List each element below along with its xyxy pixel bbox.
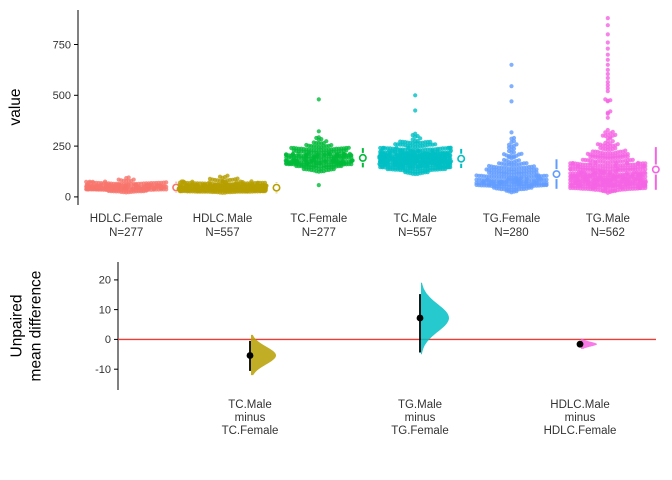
swarm-group-HDLC.Female [84,175,169,195]
swarm-group-HDLC.Male [176,173,269,195]
mean-difference-dot [246,352,254,359]
mean-difference-dot [416,314,424,322]
group-mean-marker [552,170,561,179]
comparison-label-line: TG.Female [391,425,449,437]
comparison-label-line: TC.Male [228,399,271,411]
bottom-y-tick-label: 10 [99,304,111,316]
top-y-tick-label: 250 [53,141,71,153]
group-mean-marker [358,153,367,162]
swarm-group-TG.Male [568,16,648,195]
swarm-group-TC.Male [377,93,454,177]
bottom-y-tick-label: -10 [95,364,111,376]
difference-distribution-violin [421,282,449,355]
swarm-group-TC.Female [283,97,355,188]
swarm-group-TG.Female [474,62,549,195]
difference-distribution-violin [581,338,597,349]
comparison-label-line: minus [405,412,436,424]
group-n-label: N=557 [398,227,432,239]
top-y-tick-label: 500 [53,90,71,102]
group-n-label: N=277 [109,227,143,239]
group-n-label: N=280 [494,227,528,239]
difference-distribution-violin [251,334,276,376]
bottom-y-tick-label: 0 [105,334,111,346]
group-n-label: N=557 [205,227,239,239]
group-label: HDLC.Female [90,213,163,225]
group-label: TC.Female [290,213,347,225]
bottom-y-tick-label: 20 [99,275,111,287]
group-label: TG.Male [586,213,630,225]
comparison-label-line: minus [565,412,596,424]
group-label: TC.Male [393,213,436,225]
mean-difference-dot [576,340,584,348]
comparison-label-line: minus [235,412,266,424]
top-y-tick-label: 750 [53,39,71,51]
top-y-tick-label: 0 [65,192,71,204]
group-label: HDLC.Male [193,213,252,225]
mean-difference-panel-chart: -1001020TC.MaleminusTC.FemaleTG.Maleminu… [95,262,656,437]
group-mean-marker [272,183,281,192]
group-mean-marker [651,165,660,174]
comparison-label-line: TC.Female [222,425,279,437]
comparison-label-line: HDLC.Male [550,399,609,411]
group-mean-marker [457,154,466,163]
group-n-label: N=277 [302,227,336,239]
group-label: TG.Female [483,213,541,225]
comparison-label-line: TG.Male [398,399,442,411]
comparison-label-line: HDLC.Female [544,425,617,437]
group-n-label: N=562 [591,227,625,239]
